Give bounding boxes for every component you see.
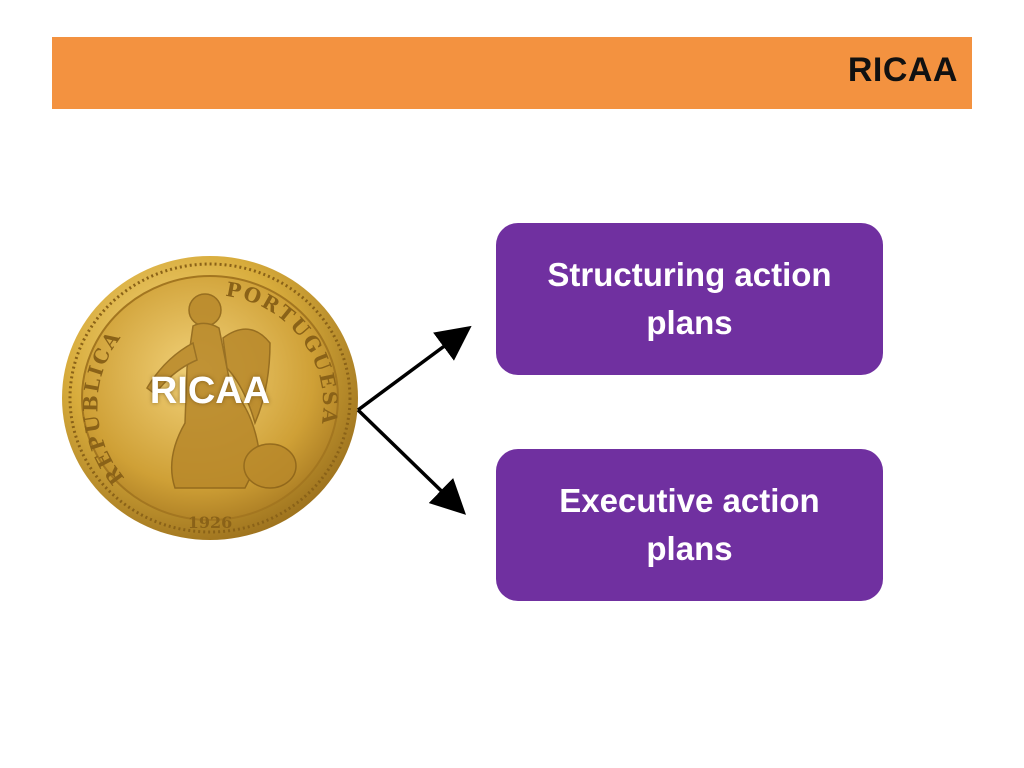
arrow-to-structuring (356, 325, 472, 412)
coin: REPUBLICA PORTUGUESA 1926 RICAA (55, 248, 365, 548)
header-bar: RICAA (52, 37, 972, 109)
header-title: RICAA (847, 51, 958, 89)
structuring-action-plans-label: Structuring action plans (547, 256, 832, 341)
coin-image: REPUBLICA PORTUGUESA 1926 (62, 256, 358, 540)
coin-year: 1926 (188, 513, 233, 532)
executive-action-plans-box: Executive action plans (496, 449, 883, 601)
coin-label: RICAA (149, 370, 271, 412)
branch-arrows (356, 325, 472, 515)
structuring-action-plans-box: Structuring action plans (496, 223, 883, 375)
arrow-to-executive (356, 408, 467, 515)
coin-figure (146, 293, 297, 489)
executive-action-plans-label: Executive action plans (559, 482, 820, 567)
